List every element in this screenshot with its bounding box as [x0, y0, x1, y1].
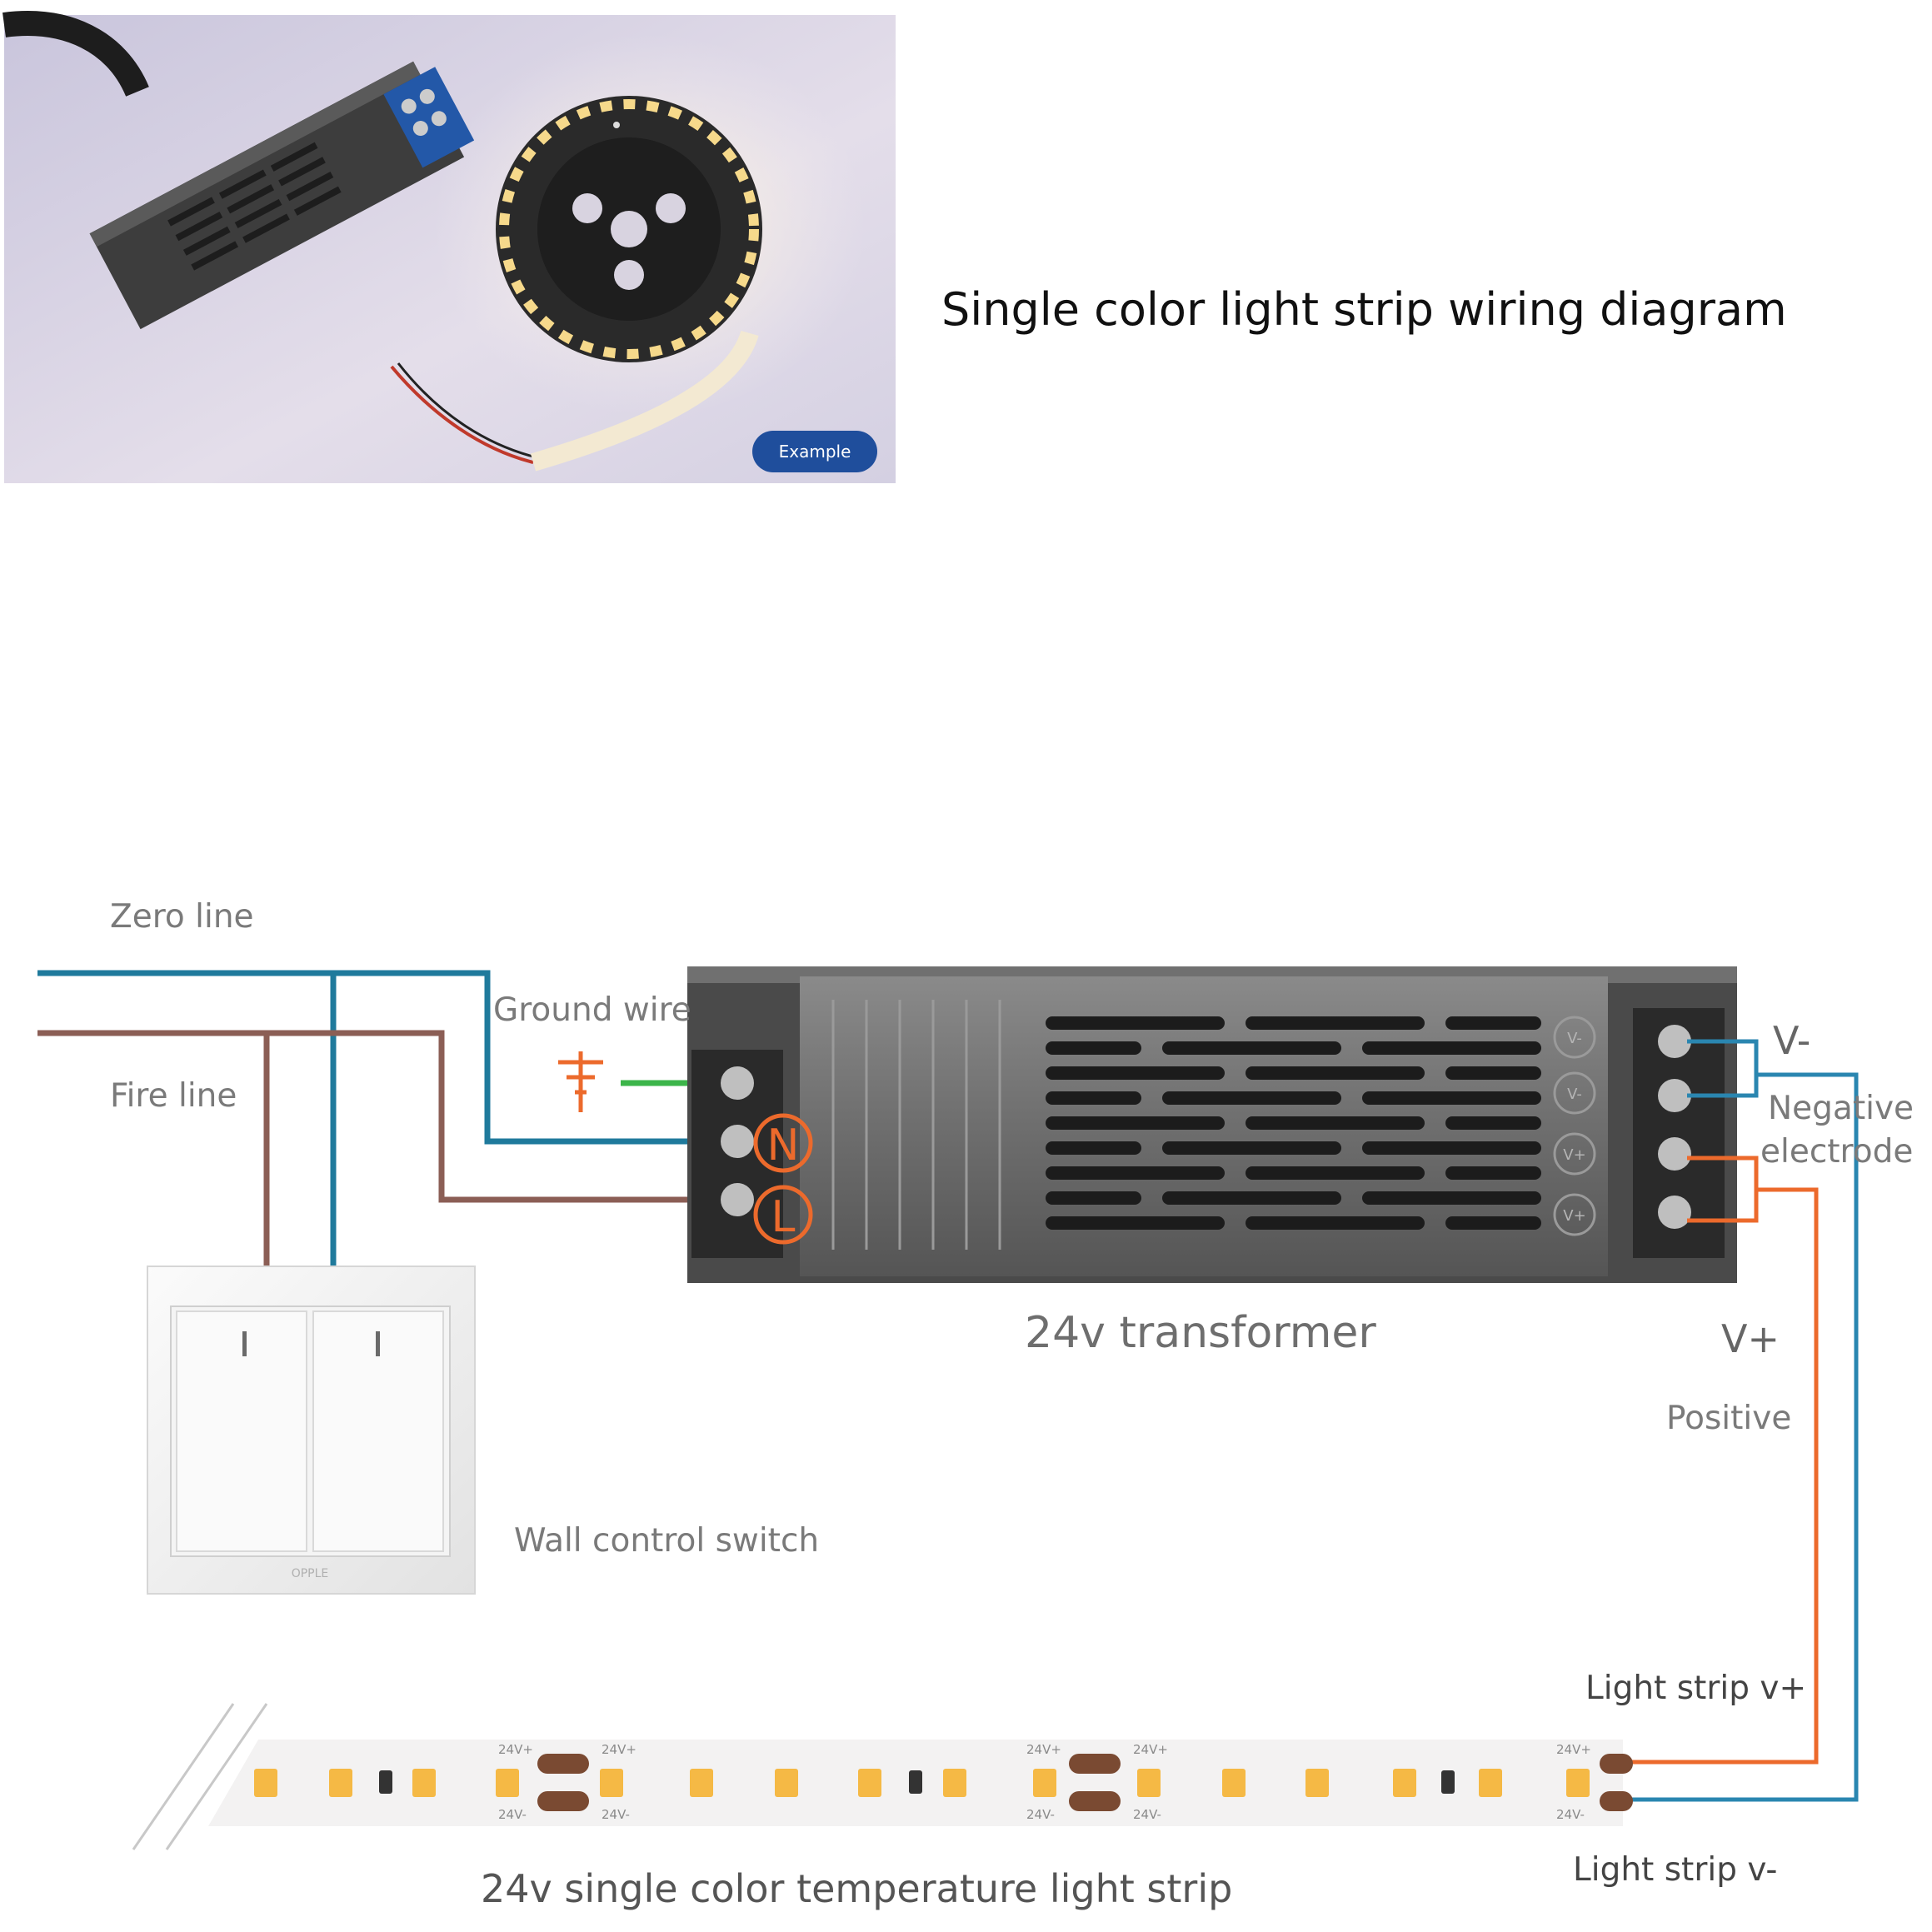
strip-pad-label: 24V-	[1556, 1807, 1585, 1822]
v-minus-label: V-	[1773, 1018, 1811, 1063]
strip-vplus-label: Light strip v+	[1585, 1670, 1807, 1707]
strip-pad-label: 24V-	[498, 1807, 527, 1822]
zero-line-label: Zero line	[110, 898, 254, 936]
strip-pad-label: 24V-	[602, 1807, 630, 1822]
led-chip	[858, 1769, 881, 1797]
led-chip	[600, 1769, 623, 1797]
led-chip	[1137, 1769, 1161, 1797]
terminal-label: V-	[1567, 1030, 1582, 1047]
ground-symbol	[558, 1051, 603, 1112]
terminal-label: V+	[1563, 1207, 1585, 1225]
led-chip	[412, 1769, 436, 1797]
l-terminal-marker	[753, 1185, 813, 1245]
strip-pad-label: 24V+	[602, 1742, 637, 1757]
led-chip	[1033, 1769, 1056, 1797]
led-chip	[943, 1769, 966, 1797]
example-button[interactable]: Example	[752, 431, 877, 472]
led-chip	[254, 1769, 277, 1797]
terminal-label: V+	[1563, 1146, 1585, 1164]
strip-pad-label: 24V+	[1556, 1742, 1591, 1757]
strip-pads	[537, 1754, 1633, 1811]
page-title: Single color light strip wiring diagram	[941, 283, 1787, 336]
strip-pad-label: 24V+	[498, 1742, 533, 1757]
positive-label: Positive	[1666, 1400, 1792, 1437]
led-chip	[1222, 1769, 1246, 1797]
negative-output-wire	[1623, 1039, 1859, 1802]
n-marker-label: N	[767, 1121, 800, 1171]
led-chip	[775, 1769, 798, 1797]
led-chip	[329, 1769, 352, 1797]
wall-control-switch	[147, 1266, 476, 1595]
photo-strip-spool	[496, 96, 762, 472]
zero-line-wire	[37, 970, 716, 1266]
strip-pad-label: 24V+	[1133, 1742, 1168, 1757]
led-chip	[496, 1769, 519, 1797]
wall-switch-label: Wall control switch	[514, 1522, 820, 1560]
fire-line-label: Fire line	[110, 1077, 237, 1115]
strip-label: 24v single color temperature light strip	[481, 1866, 1233, 1911]
strip-pad-label: 24V-	[1026, 1807, 1055, 1822]
fire-line-wire	[37, 1030, 716, 1266]
switch-brand: OPPLE	[292, 1567, 329, 1580]
led-chip	[1305, 1769, 1329, 1797]
light-strip: 24V+ 24V+ 24V- 24V- 24V+ 24V+ 24V- 24V- …	[132, 1703, 1633, 1850]
terminal-label: V-	[1567, 1086, 1582, 1103]
l-marker-label: L	[771, 1192, 796, 1242]
n-terminal-marker	[753, 1113, 813, 1173]
negative-electrode-label-line2: electrode	[1760, 1133, 1914, 1171]
led-chip	[1393, 1769, 1416, 1797]
positive-output-wire	[1623, 1156, 1819, 1765]
ground-wire-label: Ground wire	[493, 991, 691, 1029]
negative-electrode-label-line1: Negative	[1768, 1090, 1915, 1127]
led-chip	[1566, 1769, 1590, 1797]
led-chip	[1479, 1769, 1502, 1797]
strip-leds	[254, 1769, 1590, 1797]
transformer-label: 24v transformer	[1025, 1308, 1376, 1358]
strip-vminus-label: Light strip v-	[1573, 1851, 1778, 1889]
strip-pad-label: 24V+	[1026, 1742, 1061, 1757]
strip-pad-label: 24V-	[1133, 1807, 1161, 1822]
v-plus-label: V+	[1721, 1316, 1780, 1361]
transformer	[687, 966, 1737, 1283]
led-chip	[690, 1769, 713, 1797]
example-photo	[2, 11, 896, 483]
photo-power-supply	[89, 61, 475, 330]
